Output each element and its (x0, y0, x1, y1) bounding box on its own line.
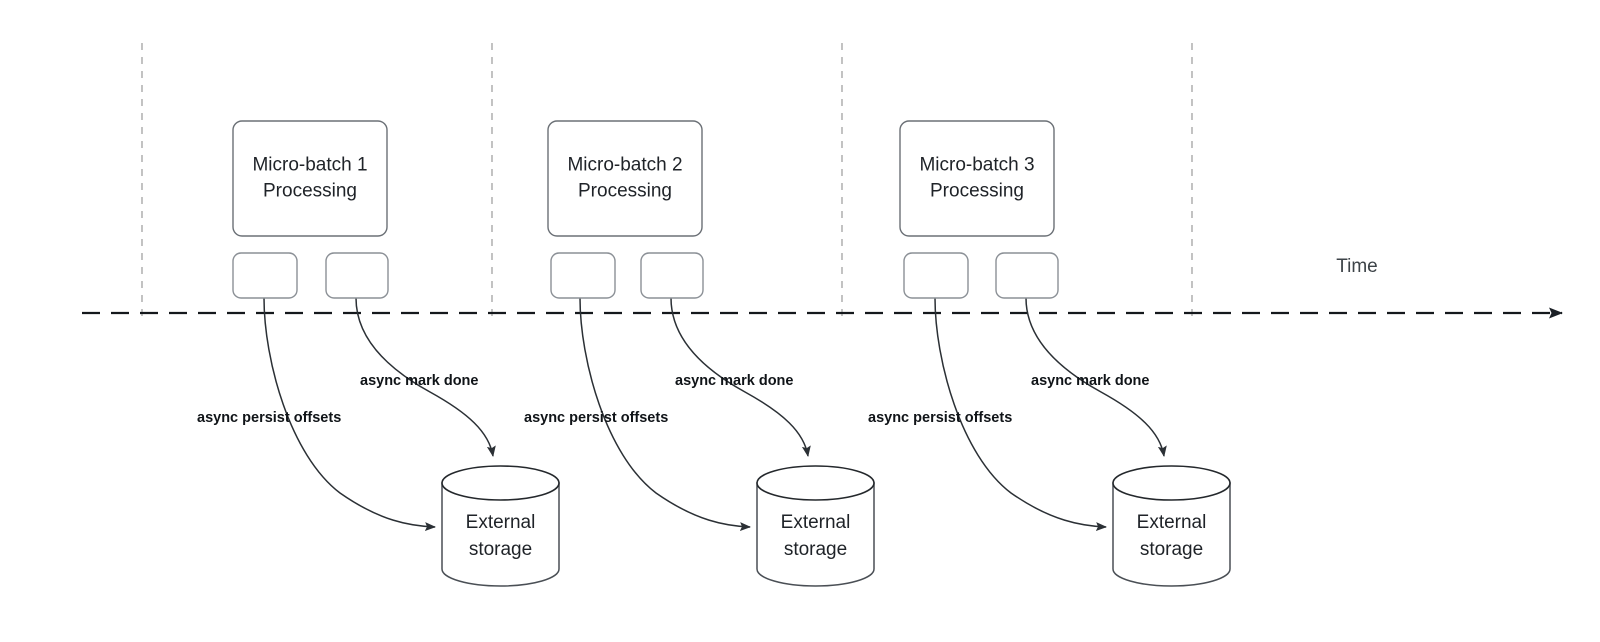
edge-persist-1 (263, 297, 436, 532)
external-storage-top-2 (756, 465, 875, 501)
external-storage-label-line2-1: storage (469, 539, 532, 560)
micro-batch-label-line1-3: Micro-batch 3 (919, 155, 1034, 176)
micro-batch-label-line1-1: Micro-batch 1 (252, 155, 367, 176)
micro-batch-label-line2-1: Processing (263, 181, 357, 202)
edge-label-persist-2: async persist offsets (524, 410, 668, 426)
edge-label-mark-done-3: async mark done (1031, 373, 1149, 389)
mark-done-task-box-1[interactable] (325, 252, 389, 299)
edge-label-mark-done-1: async mark done (360, 373, 478, 389)
edge-label-mark-done-2: async mark done (675, 373, 793, 389)
edge-mark-done-2 (670, 297, 811, 457)
micro-batch-box-2[interactable] (547, 120, 703, 237)
edge-persist-2 (579, 297, 751, 532)
nodes-layer (232, 120, 1231, 587)
external-storage-label-line2-3: storage (1140, 539, 1203, 560)
gridlines-layer (141, 43, 1193, 318)
external-storage-body-3[interactable] (1112, 482, 1231, 587)
external-storage-body-1[interactable] (441, 482, 560, 587)
mark-done-task-box-2[interactable] (640, 252, 704, 299)
micro-batch-box-3[interactable] (899, 120, 1055, 237)
edges-layer (263, 297, 1167, 532)
time-axis-label: Time (1336, 256, 1378, 277)
external-storage-label-line1-2: External (781, 512, 851, 533)
edge-label-persist-3: async persist offsets (868, 410, 1012, 426)
persist-task-box-2[interactable] (550, 252, 616, 299)
external-storage-label-line1-1: External (466, 512, 536, 533)
external-storage-top-3 (1112, 465, 1231, 501)
mark-done-task-box-3[interactable] (995, 252, 1059, 299)
edge-mark-done-3 (1025, 297, 1167, 457)
edge-persist-3 (934, 297, 1107, 532)
edge-mark-done-1 (355, 297, 496, 457)
micro-batch-label-line2-2: Processing (578, 181, 672, 202)
external-storage-label-line1-3: External (1137, 512, 1207, 533)
external-storage-top-1 (441, 465, 560, 501)
external-storage-label-line2-2: storage (784, 539, 847, 560)
edge-label-persist-1: async persist offsets (197, 410, 341, 426)
micro-batch-label-line2-3: Processing (930, 181, 1024, 202)
external-storage-body-2[interactable] (756, 482, 875, 587)
persist-task-box-1[interactable] (232, 252, 298, 299)
micro-batch-label-line1-2: Micro-batch 2 (567, 155, 682, 176)
persist-task-box-3[interactable] (903, 252, 969, 299)
micro-batch-box-1[interactable] (232, 120, 388, 237)
